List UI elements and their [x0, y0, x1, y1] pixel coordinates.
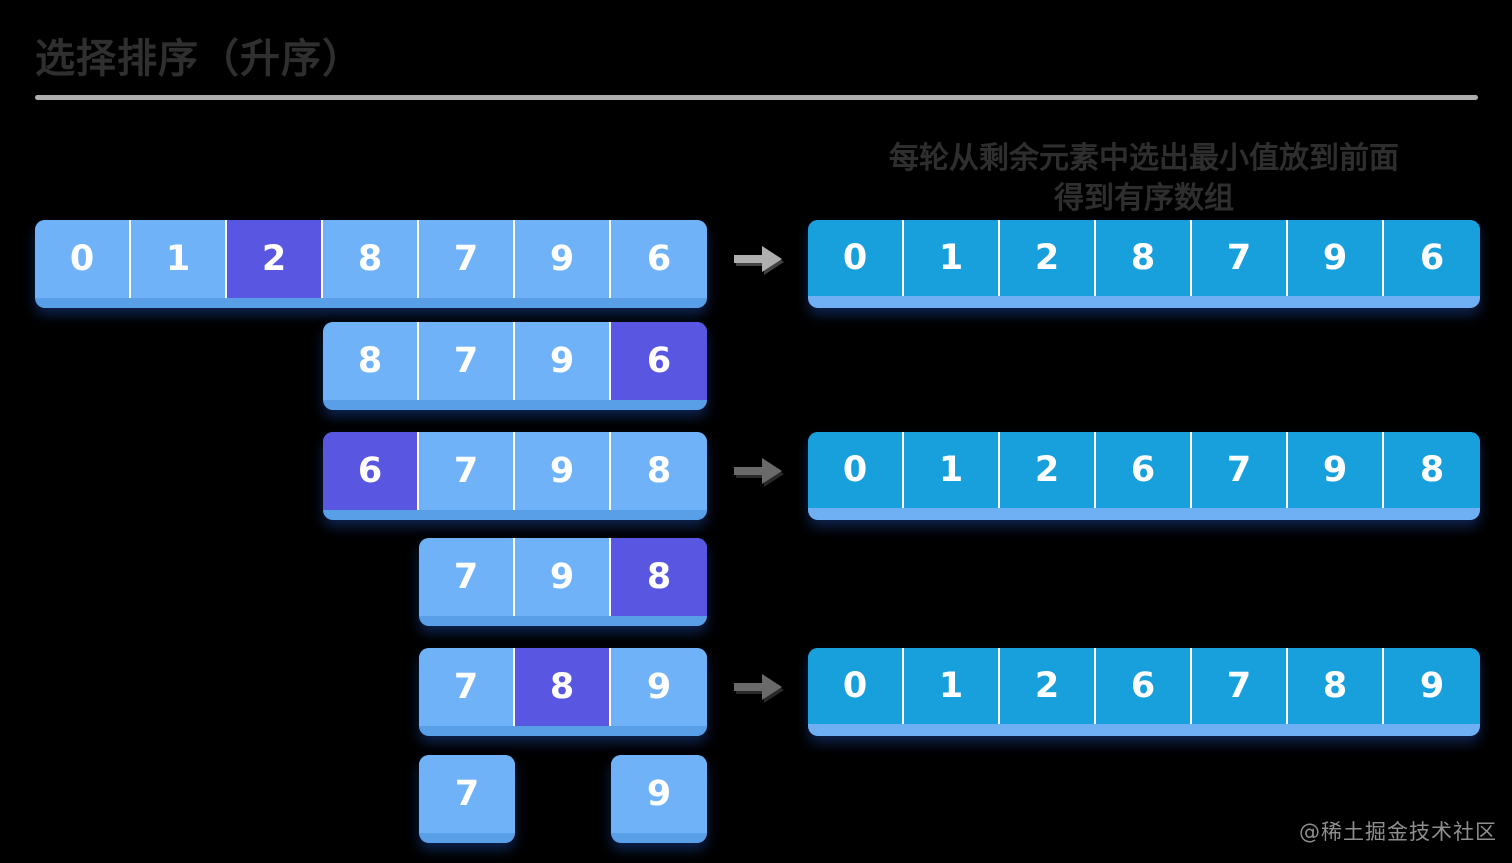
array-cell: 9 — [515, 322, 611, 400]
array-cell: 0 — [808, 220, 904, 296]
right-arrow-icon — [734, 458, 784, 487]
array-cell: 7 — [419, 220, 515, 298]
array-cell: 8 — [1096, 220, 1192, 296]
array-cell: 8 — [323, 220, 419, 298]
array-cell: 1 — [904, 220, 1000, 296]
array-cell: 7 — [1192, 648, 1288, 724]
array-cell: 1 — [131, 220, 227, 298]
array-cell: 9 — [1288, 432, 1384, 508]
array-cell: 9 — [515, 538, 611, 616]
array-cell: 6 — [1096, 648, 1192, 724]
caption-line-2: 得到有序数组 — [1054, 181, 1234, 216]
array-cell: 2 — [1000, 220, 1096, 296]
array-cell: 1 — [904, 648, 1000, 724]
array-cell: 6 — [1384, 220, 1480, 296]
array-cell: 9 — [1288, 220, 1384, 296]
highlighted-array-cell: 8 — [515, 648, 611, 726]
right-arrow-icon — [734, 246, 784, 275]
array-cell: 1 — [904, 432, 1000, 508]
highlighted-array-cell: 6 — [323, 432, 419, 510]
array-cell: 9 — [611, 755, 707, 833]
array-cell: 7 — [419, 755, 515, 833]
array-cell: 6 — [1096, 432, 1192, 508]
array-cell: 7 — [1192, 432, 1288, 508]
watermark: @稀土掘金技术社区 — [1299, 820, 1497, 844]
array-cell: 0 — [808, 432, 904, 508]
array-cell: 7 — [1192, 220, 1288, 296]
array-cell: 9 — [611, 648, 707, 726]
title-divider — [35, 95, 1478, 100]
right-arrow-icon — [734, 674, 784, 703]
array-cell: 7 — [419, 322, 515, 400]
unsorted-array-bar: 9 — [611, 755, 707, 843]
array-cell: 6 — [611, 220, 707, 298]
array-cell: 9 — [515, 220, 611, 298]
array-cell: 8 — [1288, 648, 1384, 724]
highlighted-array-cell: 6 — [611, 322, 707, 400]
highlighted-array-cell: 8 — [611, 538, 707, 616]
array-cell: 2 — [1000, 432, 1096, 508]
array-cell: 8 — [611, 432, 707, 510]
array-cell: 9 — [1384, 648, 1480, 724]
caption: 每轮从剩余元素中选出最小值放到前面 得到有序数组 — [808, 139, 1480, 219]
page-title: 选择排序（升序） — [35, 36, 363, 82]
array-cell: 8 — [1384, 432, 1480, 508]
array-cell: 7 — [419, 432, 515, 510]
array-cell: 7 — [419, 648, 515, 726]
array-cell: 8 — [323, 322, 419, 400]
array-cell: 7 — [419, 538, 515, 616]
caption-line-1: 每轮从剩余元素中选出最小值放到前面 — [889, 141, 1399, 176]
unsorted-array-bar: 7 — [419, 755, 515, 843]
array-cell: 0 — [808, 648, 904, 724]
array-cell: 9 — [515, 432, 611, 510]
array-cell: 2 — [1000, 648, 1096, 724]
highlighted-array-cell: 2 — [227, 220, 323, 298]
array-cell: 0 — [35, 220, 131, 298]
